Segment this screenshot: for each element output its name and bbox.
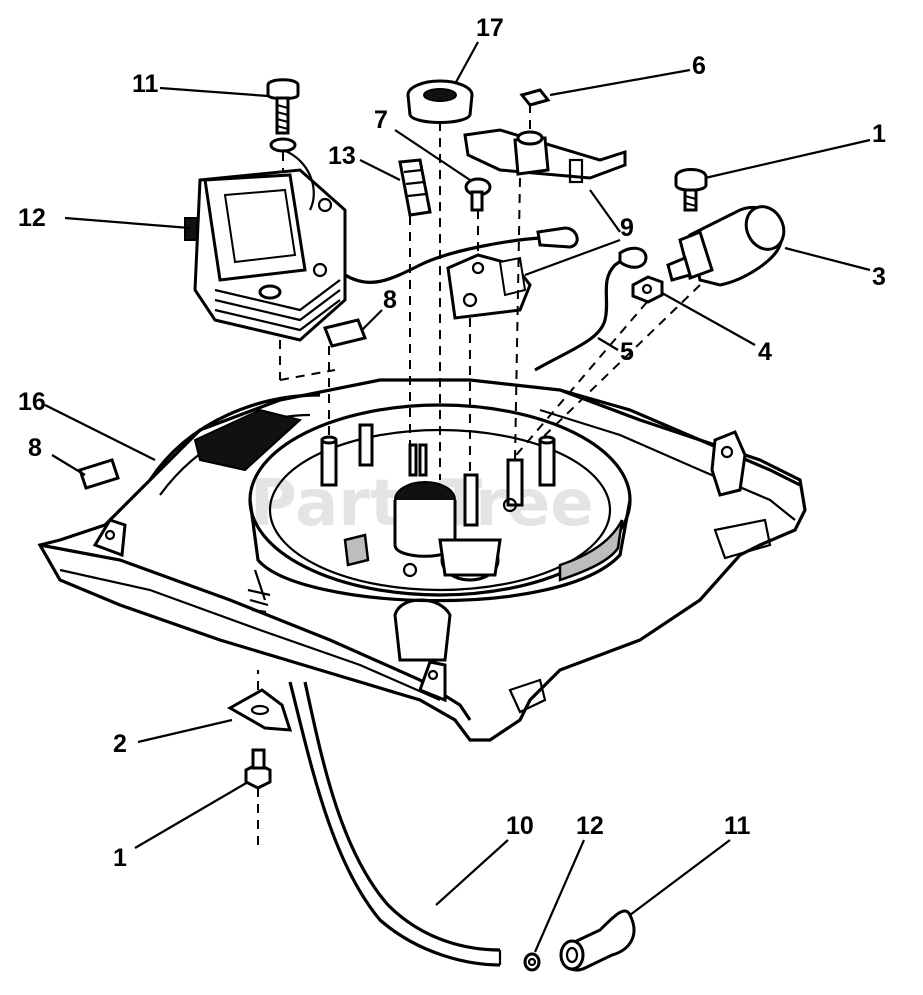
callout-9: 9 [620, 214, 634, 242]
pad-8-upper [322, 318, 368, 348]
callout-1-lower: 1 [113, 844, 127, 872]
clip-6 [519, 88, 551, 107]
wire-brush [247, 569, 271, 614]
callout-17: 17 [476, 14, 504, 42]
pad-8-left [78, 458, 120, 490]
capacitor-3 [666, 205, 786, 287]
bushing-17 [406, 79, 474, 124]
bracket-9-top [463, 128, 627, 184]
stator-ring [248, 403, 632, 603]
callout-16: 16 [18, 388, 46, 416]
engine-base-housing [37, 378, 807, 742]
callout-2: 2 [113, 730, 127, 758]
screw-7 [464, 177, 492, 212]
clip-15 [398, 158, 432, 217]
callout-12: 12 [576, 812, 604, 840]
nut-4 [631, 275, 664, 304]
callout-5: 5 [620, 338, 634, 366]
callout-8-upper: 8 [383, 286, 397, 314]
callout-3: 3 [872, 263, 886, 291]
plate-2 [226, 688, 293, 732]
callout-1-upper: 1 [872, 120, 886, 148]
wire-5 [534, 246, 648, 372]
callout-14: 12 [18, 204, 46, 232]
screw-1-lower [244, 748, 272, 790]
ground-wire [344, 236, 541, 284]
callout-7: 7 [374, 106, 388, 134]
callout-10: 10 [506, 812, 534, 840]
screw-1-upper [674, 168, 708, 212]
callout-4: 4 [758, 338, 772, 366]
callout-13: 11 [132, 70, 159, 98]
nut-12 [523, 952, 541, 972]
handle-11 [559, 909, 636, 972]
ignition-module-14 [184, 148, 347, 342]
callout-8-left: 8 [28, 434, 42, 462]
callout-6: 6 [692, 52, 706, 80]
cable-10 [288, 681, 502, 967]
leader-lines [44, 41, 871, 953]
callout-15: 13 [328, 142, 356, 170]
callout-11: 11 [724, 812, 751, 840]
callout-labels: 11 12 13 17 6 7 1 9 3 8 5 4 16 8 2 1 10 … [18, 14, 886, 872]
wire-terminal [536, 226, 579, 249]
bracket-9-lower [446, 253, 532, 320]
assembly-guide-lines [257, 104, 701, 845]
screw-13 [266, 78, 300, 153]
